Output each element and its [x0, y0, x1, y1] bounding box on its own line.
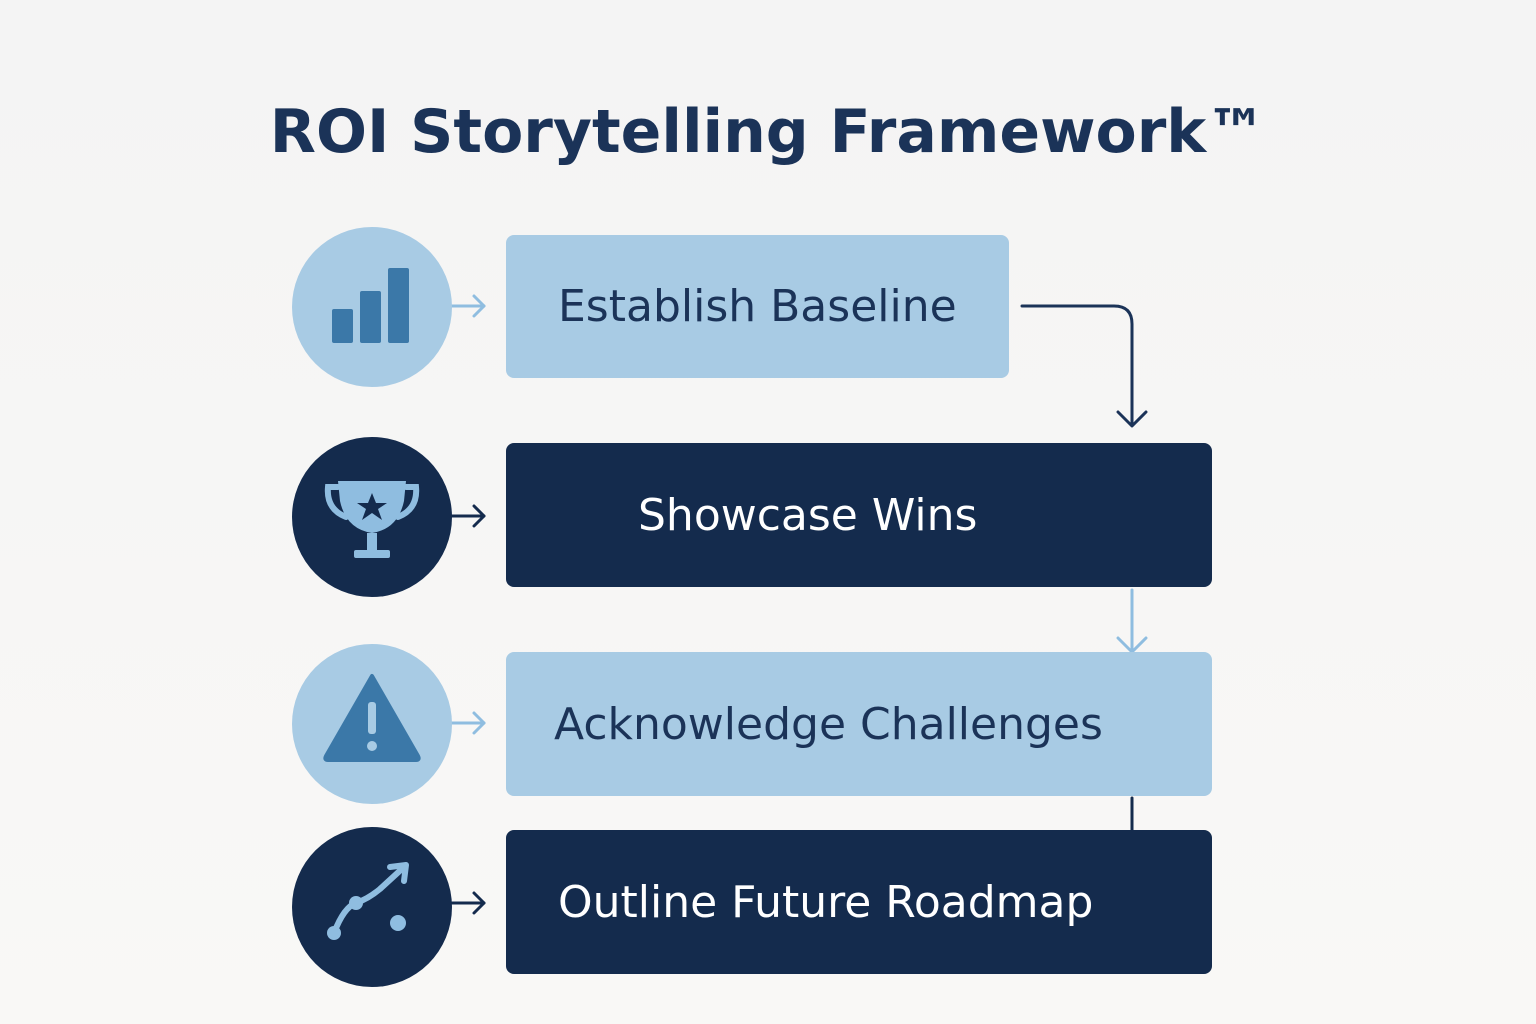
step-3-icon-circle	[292, 644, 452, 804]
step-4-icon-circle	[292, 827, 452, 987]
diagram-title: ROI Storytelling Framework™	[269, 97, 1267, 167]
step-4-box: Outline Future Roadmap	[506, 830, 1212, 974]
trophy-icon	[324, 481, 420, 558]
arrow-circle-2-to-box-2	[450, 504, 486, 528]
arrow-circle-3-to-box-3	[450, 711, 486, 735]
roadmap-trend-icon	[327, 862, 409, 940]
step-3-label: Acknowledge Challenges	[554, 698, 1103, 750]
step-3-box: Acknowledge Challenges	[506, 652, 1212, 796]
arrow-circle-4-to-box-4	[450, 891, 486, 915]
arrow-circle-1-to-box-1	[450, 294, 486, 318]
warning-icon	[323, 674, 421, 762]
step-2-icon-circle	[292, 437, 452, 597]
step-4-label: Outline Future Roadmap	[558, 876, 1094, 928]
step-1-icon-circle	[292, 227, 452, 387]
step-2-box: Showcase Wins	[506, 443, 1212, 587]
step-1-label: Establish Baseline	[558, 281, 957, 332]
arrow-box-1-to-box-2	[1020, 304, 1148, 428]
bar-chart-icon	[332, 268, 409, 343]
arrow-box-2-to-box-3	[1116, 588, 1148, 654]
step-2-label: Showcase Wins	[638, 489, 978, 541]
step-1-box: Establish Baseline	[506, 235, 1009, 378]
